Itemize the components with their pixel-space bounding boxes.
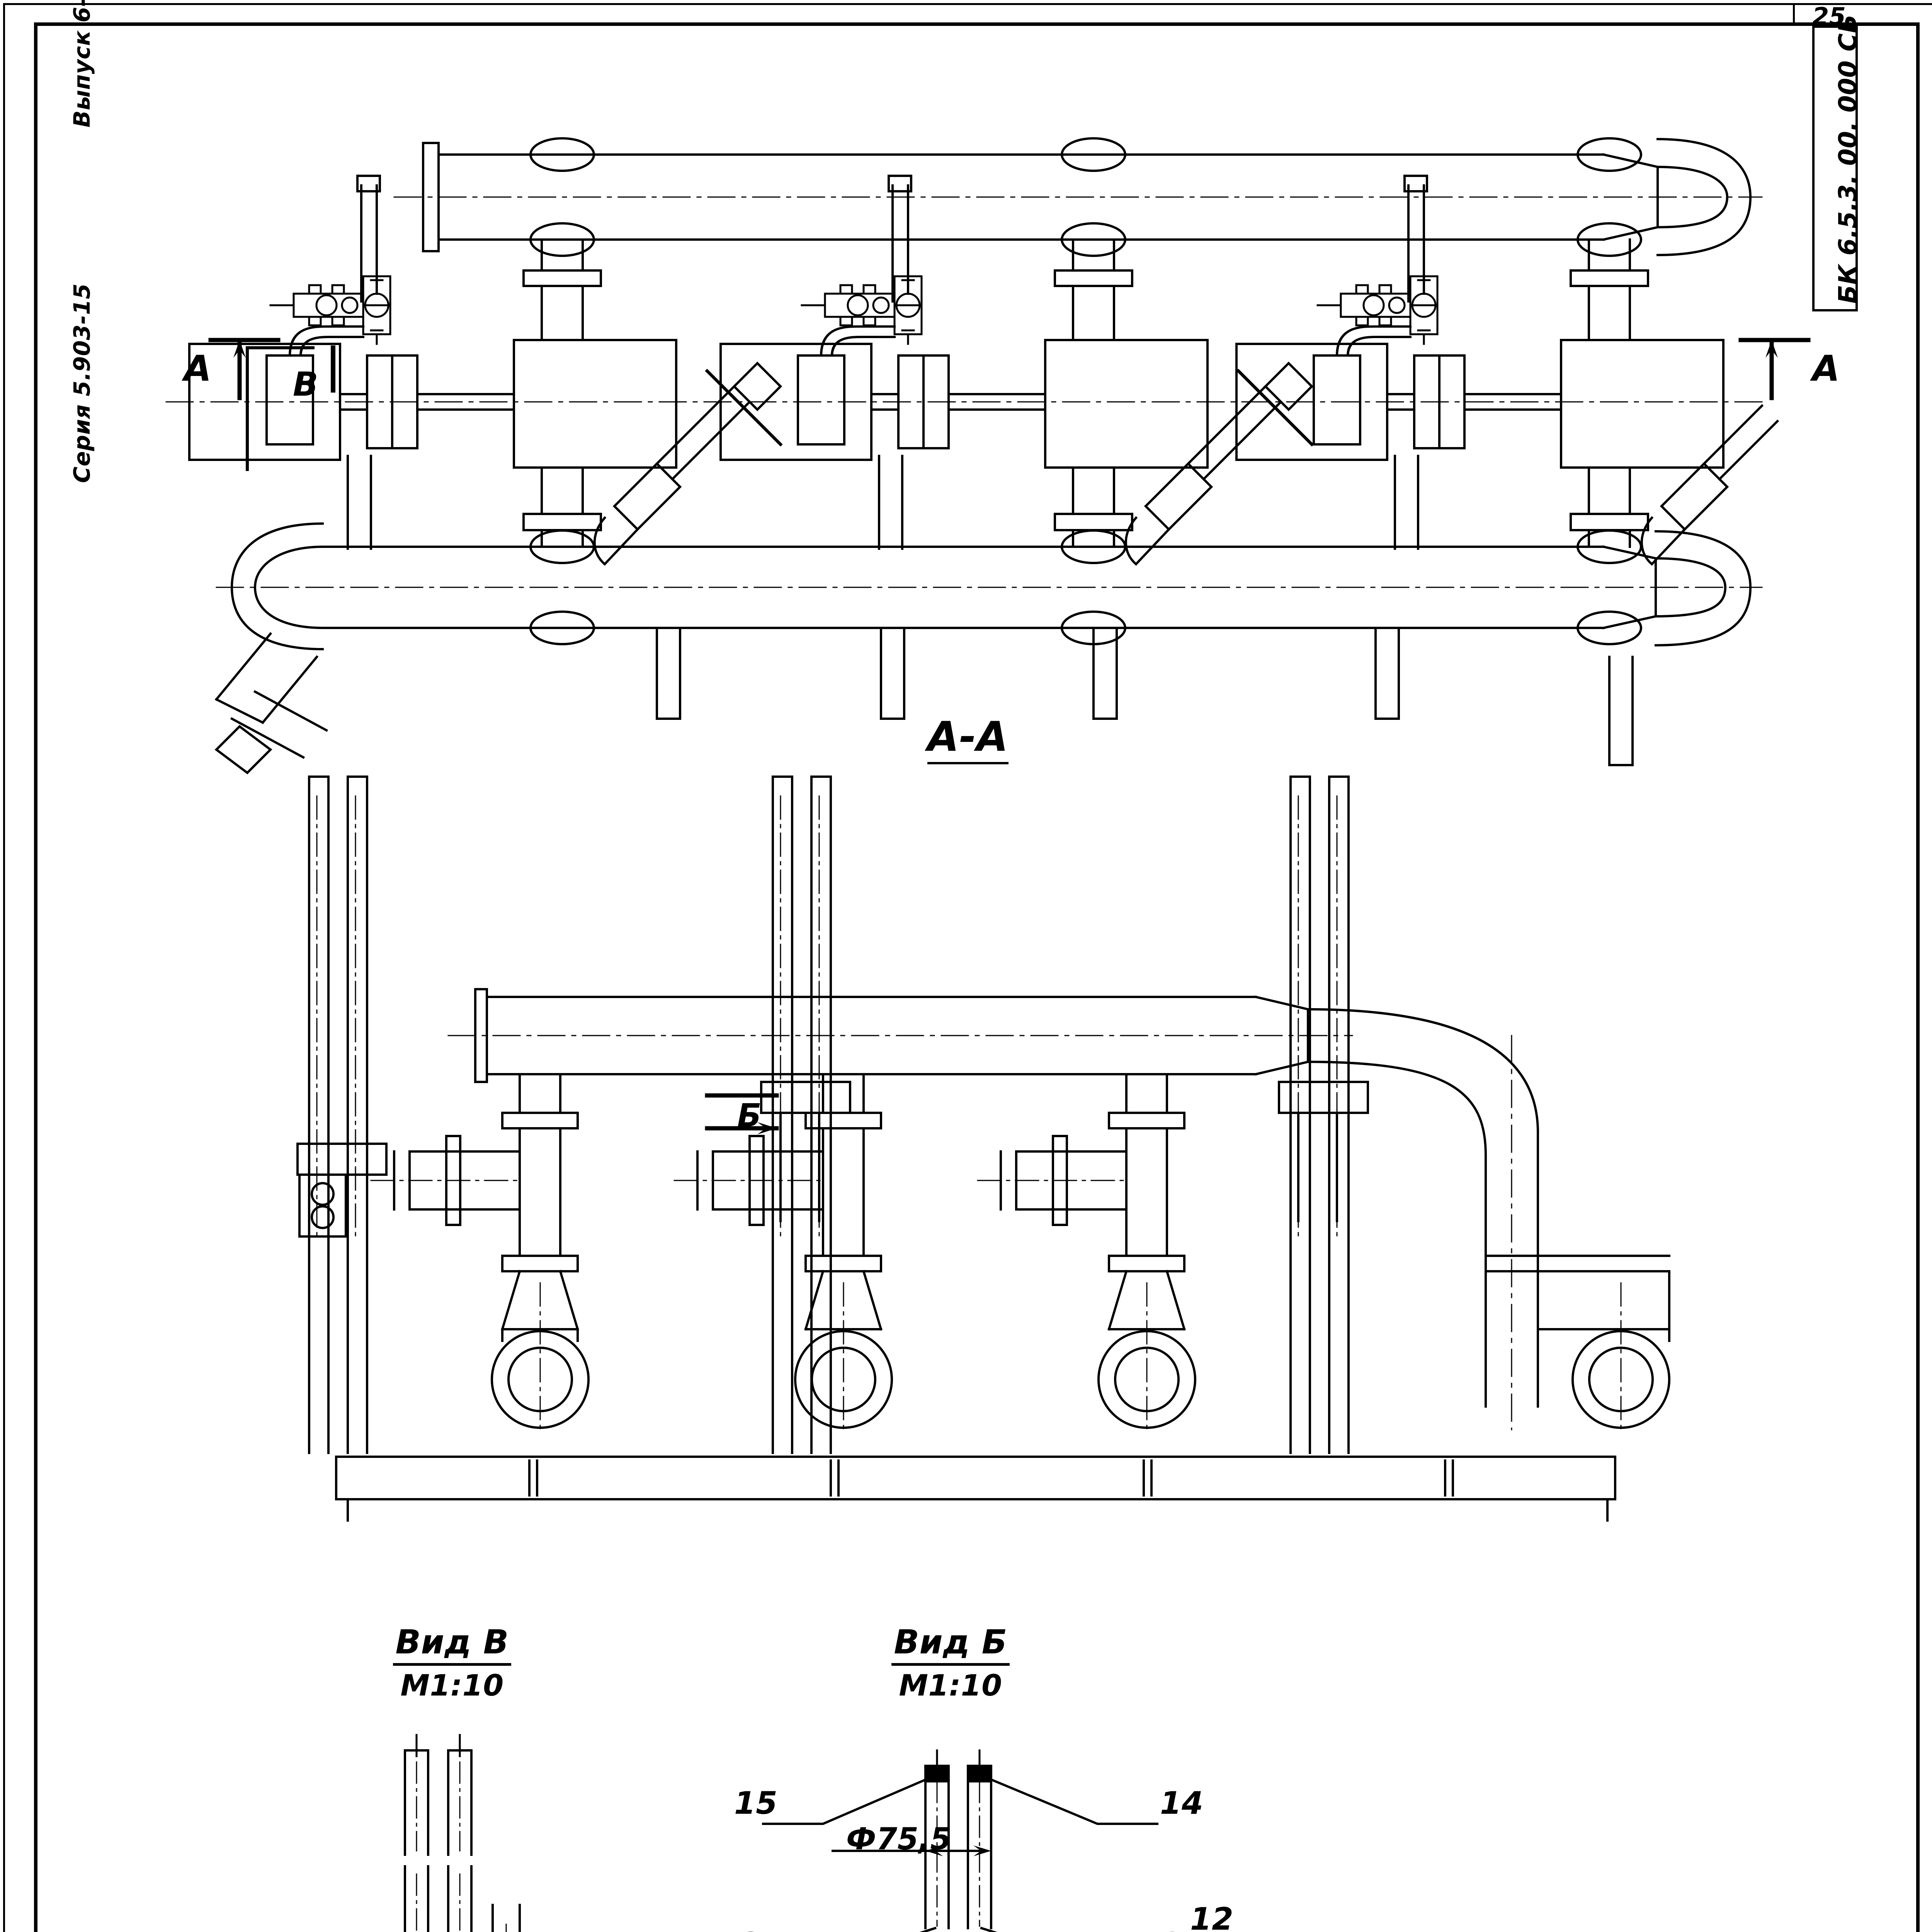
callout-view-b-15: 15 [734, 1785, 778, 1821]
page-number-divider [1793, 3, 1795, 23]
detail-marker-b: Б [737, 1097, 762, 1134]
view-b-scale: М1:10 [899, 1668, 1002, 1702]
callout-view-b-3: 3 [739, 1926, 761, 1932]
sheet-outer-frame [3, 3, 1932, 1932]
callout-view-b-12: 12 [1190, 1901, 1234, 1932]
section-arrow-label-a-right: А [1812, 348, 1840, 389]
callout-view-b-14: 14 [1160, 1785, 1204, 1821]
section-title-aa: А-А [927, 713, 1009, 764]
designation-box [1812, 26, 1858, 311]
section-arrow-label-a-left: А [184, 348, 212, 389]
view-v-title-group: Вид В М1:10 [386, 1623, 518, 1702]
dimension-d755: Ф75,5 [846, 1822, 952, 1857]
sheet-inner-frame [34, 22, 1920, 1932]
view-v-scale: М1:10 [400, 1668, 504, 1702]
view-b-title-group: Вид Б М1:10 [881, 1623, 1020, 1702]
callout-view-b-2: 2 [1160, 1926, 1182, 1932]
view-b-title: Вид Б [891, 1623, 1010, 1666]
detail-marker-v: В [293, 365, 319, 404]
view-v-title: Вид В [393, 1623, 511, 1666]
